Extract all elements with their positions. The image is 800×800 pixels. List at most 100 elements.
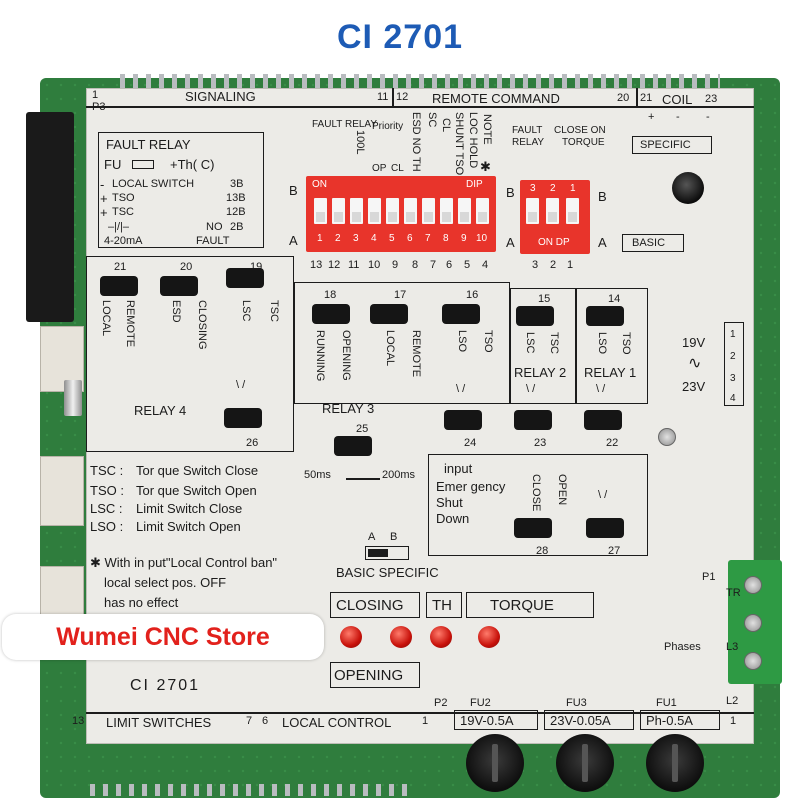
jumper-15-tsc: TSC <box>548 332 560 354</box>
coil-plus: + <box>648 111 655 123</box>
jumper-26-number: 26 <box>246 437 259 449</box>
legend-text-tsc: Tor que Switch Close <box>136 463 259 478</box>
jumper-18[interactable] <box>312 304 350 324</box>
dip-toggle-10[interactable] <box>476 198 489 224</box>
jumper-20-number: 20 <box>180 261 193 273</box>
jumper-25[interactable] <box>334 436 372 456</box>
terminal-l3: L3 <box>726 641 739 653</box>
fuse-holder-fu3[interactable] <box>556 734 614 792</box>
jumper-22[interactable] <box>584 410 622 430</box>
dip-pos-8: 8 <box>443 233 449 244</box>
dip-toggle-8[interactable] <box>440 198 453 224</box>
dip2-toggle-2[interactable] <box>546 198 559 224</box>
jumper-19[interactable] <box>226 268 264 288</box>
terminal-p1: P1 <box>702 571 716 583</box>
jumper-16-lso: LSO <box>456 330 468 353</box>
led-opening-box <box>330 662 420 688</box>
footer-local-control: LOCAL CONTROL <box>282 715 392 730</box>
jumper-26[interactable] <box>224 408 262 428</box>
dip-bottom-8: 8 <box>412 259 419 271</box>
jumper-27[interactable] <box>586 518 624 538</box>
input-down: Down <box>436 511 470 526</box>
dip-label-100l: 100L <box>354 130 366 155</box>
jumper-16-number: 16 <box>466 289 479 301</box>
dip-toggle-5[interactable] <box>386 198 399 224</box>
dip-switch-main[interactable]: ON DIP 1 2 3 4 5 6 7 8 9 10 <box>306 176 496 252</box>
dip-pos-7: 7 <box>425 233 431 244</box>
basic-specific-slide-switch[interactable] <box>365 546 409 560</box>
led-closing <box>340 626 362 648</box>
relay-4-label: RELAY 4 <box>134 403 187 418</box>
terminal-tr: TR <box>726 587 741 599</box>
jumper-28-number: 28 <box>536 545 549 557</box>
basic-label: BASIC <box>632 237 666 249</box>
dip-pos-2: 2 <box>335 233 341 244</box>
dip-toggle-2[interactable] <box>332 198 345 224</box>
relay-2-label: RELAY 2 <box>514 365 567 380</box>
jumper-14[interactable] <box>586 306 624 326</box>
signaling-label: SIGNALING <box>185 89 256 104</box>
dip-switch-small[interactable]: 3 2 1 ON DP <box>520 180 590 254</box>
specific-tag <box>632 136 712 154</box>
fuse-fu1-rating: Ph-0.5A <box>646 713 693 728</box>
dip-toggle-9[interactable] <box>458 198 471 224</box>
dip2-toggle-1[interactable] <box>566 198 579 224</box>
jumper-28[interactable] <box>514 518 552 538</box>
jumper-14-lso: LSO <box>596 332 608 355</box>
fr-row-1-code: 3B <box>230 178 244 190</box>
fuse-holder-fu1[interactable] <box>646 734 704 792</box>
dip-bottom-7: 7 <box>430 259 437 271</box>
note-line-2: local select pos. OFF <box>104 575 227 590</box>
jumper-21[interactable] <box>100 276 138 296</box>
fuse-holder-fu2[interactable] <box>466 734 524 792</box>
fr-row-3-code: 12B <box>226 206 246 218</box>
jumper-14-tso: TSO <box>620 332 632 355</box>
fuse-fu1-name: FU1 <box>656 697 677 709</box>
fuse-fu1-box <box>640 710 720 730</box>
jumper-17-number: 17 <box>394 289 407 301</box>
dip-toggle-4[interactable] <box>368 198 381 224</box>
coil-minus-2: - <box>706 111 710 123</box>
board-model-label: CI 2701 <box>130 677 201 694</box>
jumper-19-number: 19 <box>250 261 263 273</box>
led-th-box <box>426 592 462 618</box>
jumper-16[interactable] <box>442 304 480 324</box>
legend-text-lso: Limit Switch Open <box>136 519 241 534</box>
footer-divider <box>86 712 754 714</box>
voltage-pin-4: 4 <box>730 393 736 404</box>
jumper-21-remote: REMOTE <box>124 300 136 348</box>
dip2-toggle-3[interactable] <box>526 198 539 224</box>
coil-minus: - <box>676 111 680 123</box>
dip-toggle-1[interactable] <box>314 198 327 224</box>
jumper-15[interactable] <box>516 306 554 326</box>
fr-range-label: 4-20mA <box>104 235 143 247</box>
dip2-bottom-1: 1 <box>567 259 574 271</box>
led-opening-label: OPENING <box>334 667 404 684</box>
dip-label-esd-no-th: ESD NO TH <box>410 112 422 172</box>
jumper-14-number: 14 <box>608 293 621 305</box>
dip-bottom-12: 12 <box>328 259 341 271</box>
jumper-21-local: LOCAL <box>100 300 112 337</box>
dip2-fault: FAULT <box>512 125 543 136</box>
dip-toggle-6[interactable] <box>404 198 417 224</box>
jumper-17[interactable] <box>370 304 408 324</box>
jumper-23[interactable] <box>514 410 552 430</box>
header-divider <box>86 106 754 108</box>
dip-toggle-3[interactable] <box>350 198 363 224</box>
dip-label-shunt-tso: SHUNT TSO <box>453 112 465 176</box>
dip2-top-2: 2 <box>550 183 556 194</box>
dip-toggle-7[interactable] <box>422 198 435 224</box>
dip-bottom-6: 6 <box>446 259 453 271</box>
jumper-zone-left <box>86 256 294 452</box>
potentiometer-knob[interactable] <box>672 172 704 204</box>
mounting-screw <box>658 428 676 446</box>
fuse-fu2-box <box>454 710 538 730</box>
jumper-20[interactable] <box>160 276 198 296</box>
input-open: OPEN <box>556 474 568 506</box>
relay-3-contact-icon: \ / <box>456 383 466 395</box>
jumper-22-number: 22 <box>606 437 619 449</box>
jumper-24[interactable] <box>444 410 482 430</box>
relay-2-contact-icon: \ / <box>526 383 536 395</box>
pin-label-11: 11 <box>377 91 389 103</box>
fuse-fu2-rating: 19V-0.5A <box>460 713 514 728</box>
